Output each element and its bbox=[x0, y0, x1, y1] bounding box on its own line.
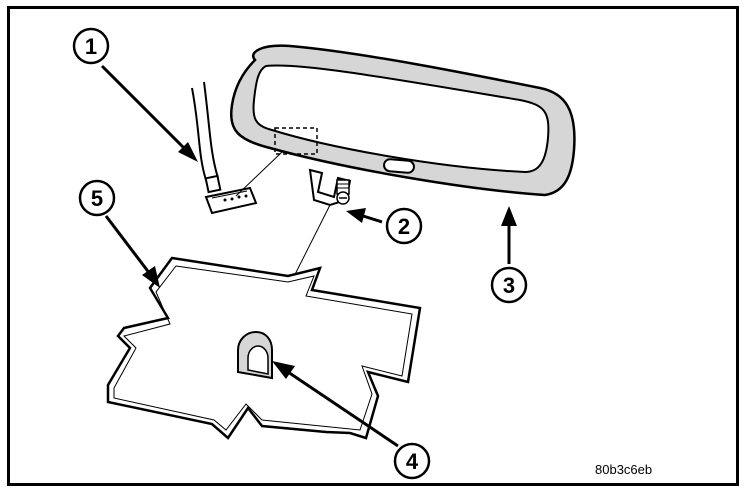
arrow-4 bbox=[272, 361, 399, 448]
arrow-3 bbox=[501, 206, 517, 264]
callout-4-label: 4 bbox=[406, 449, 419, 474]
mounting-button bbox=[237, 330, 273, 380]
harness-wire-left bbox=[191, 87, 207, 181]
callout-5-label: 5 bbox=[91, 186, 103, 211]
callout-3: 3 bbox=[490, 266, 528, 304]
wiring-harness bbox=[191, 81, 219, 181]
connector-guide-line bbox=[235, 151, 283, 197]
leader-arrows bbox=[100, 64, 517, 448]
callout-2: 2 bbox=[385, 207, 423, 245]
harness-wire-right bbox=[203, 81, 219, 179]
arrow-5 bbox=[104, 215, 160, 288]
callout-5: 5 bbox=[78, 179, 116, 217]
callout-1: 1 bbox=[72, 27, 110, 65]
callout-3-label: 3 bbox=[503, 273, 515, 298]
callout-2-label: 2 bbox=[398, 214, 410, 239]
callout-4: 4 bbox=[393, 442, 431, 480]
arrow-2 bbox=[346, 208, 383, 224]
arrow-1 bbox=[100, 64, 198, 162]
set-screw bbox=[336, 179, 350, 205]
rearview-mirror bbox=[229, 44, 576, 207]
figure-id: 80b3c6eb bbox=[595, 462, 652, 477]
wiring-connector bbox=[204, 174, 258, 215]
callout-1-label: 1 bbox=[85, 34, 97, 59]
